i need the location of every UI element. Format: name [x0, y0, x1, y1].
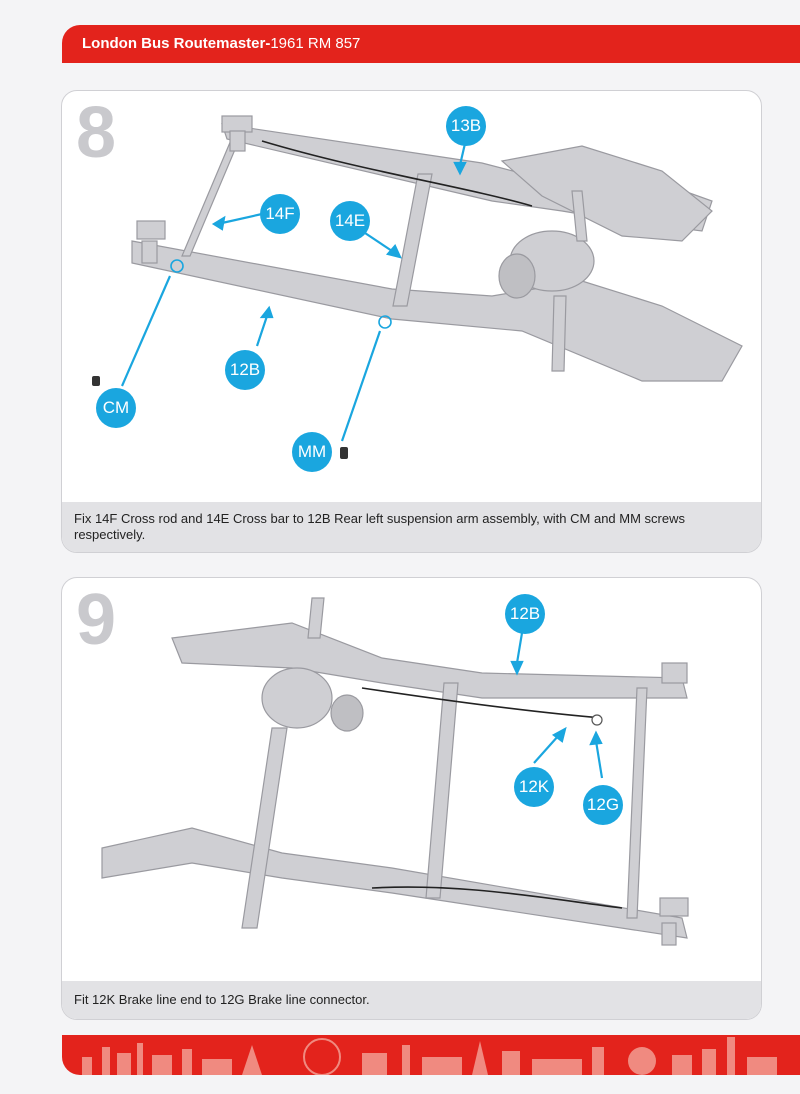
- callout-14f: 14F: [260, 194, 300, 234]
- callout-mm: MM: [292, 432, 332, 472]
- callout-12g: 12G: [583, 785, 623, 825]
- step-9-panel: 9 12B 12K 12G: [61, 577, 762, 1020]
- step-8-caption: Fix 14F Cross rod and 14E Cross bar to 1…: [62, 502, 761, 552]
- callout-12b: 12B: [505, 594, 545, 634]
- step-9-caption: Fit 12K Brake line end to 12G Brake line…: [62, 981, 761, 1019]
- page-footer: [62, 1035, 800, 1075]
- step-8-illustration: [92, 115, 743, 459]
- callout-12k: 12K: [514, 767, 554, 807]
- callout-13b: 13B: [446, 106, 486, 146]
- header-title-rest: 1961 RM 857: [270, 35, 361, 52]
- step-8-panel: 8: [61, 90, 762, 553]
- callout-12b: 12B: [225, 350, 265, 390]
- callout-14e: 14E: [330, 201, 370, 241]
- step-number: 9: [76, 580, 117, 660]
- page-header: London Bus Routemaster-1961 RM 857: [62, 25, 800, 63]
- step-9-illustration: [101, 597, 689, 946]
- callout-cm: CM: [96, 388, 136, 428]
- step-number: 8: [76, 93, 117, 173]
- header-title-bold: London Bus Routemaster-: [82, 35, 271, 52]
- london-skyline-decoration: [82, 1037, 777, 1075]
